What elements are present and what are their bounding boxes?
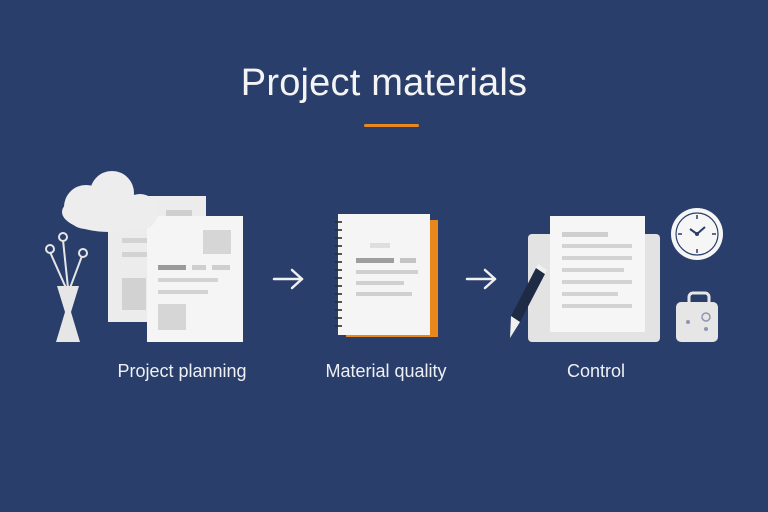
title-underline xyxy=(364,124,419,127)
vase-icon xyxy=(45,232,88,342)
step-label-project-planning: Project planning xyxy=(117,361,247,381)
page-title: Project materials xyxy=(240,62,528,104)
step-label-material-quality: Material quality xyxy=(325,361,447,381)
cloud-icon xyxy=(62,171,158,232)
notebook-icon xyxy=(335,214,438,337)
step-label-control: Control xyxy=(566,361,626,381)
arrow-right-icon xyxy=(465,268,497,290)
bag-icon xyxy=(676,291,718,342)
clock-icon xyxy=(671,208,723,260)
arrow-right-icon xyxy=(272,268,304,290)
checklist-clock-icon xyxy=(510,208,723,342)
documents-cloud-icon xyxy=(45,171,243,342)
pen-icon xyxy=(510,264,547,338)
